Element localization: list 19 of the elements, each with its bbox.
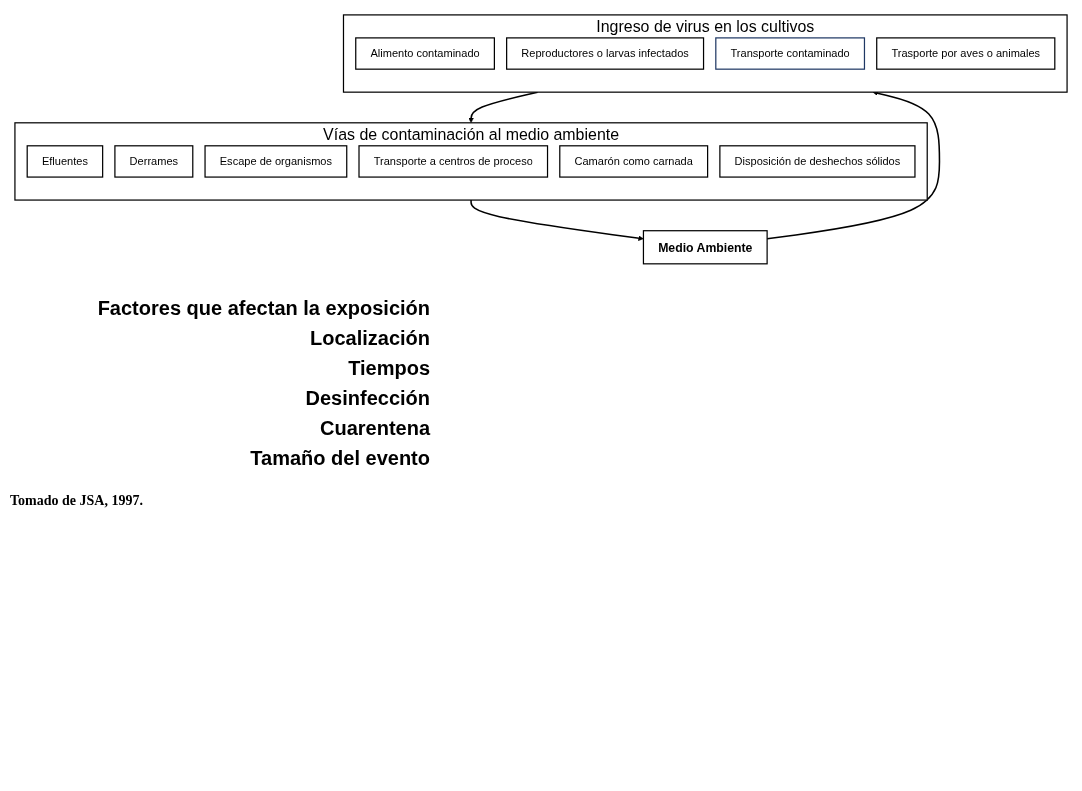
node-box: Alimento contaminado xyxy=(355,37,495,70)
node-box: Transporte a centros de proceso xyxy=(358,145,549,178)
factor-item: Localización xyxy=(308,325,430,351)
node-box: Camarón como carnada xyxy=(559,145,709,178)
node-box: Efluentes xyxy=(26,145,104,178)
node-box: Reproductores o larvas infectados xyxy=(506,37,705,70)
source-note: Tomado de JSA, 1997. xyxy=(10,492,144,509)
factor-item: Tiempos xyxy=(347,355,430,381)
node-box: Transporte contaminado xyxy=(715,37,866,70)
factor-item: Tamaño del evento xyxy=(249,445,430,471)
node-box: Derrames xyxy=(114,145,194,178)
node-box: Trasporte por aves o animales xyxy=(876,37,1056,70)
node-box: Disposición de deshechos sólidos xyxy=(719,145,916,178)
factor-heading: Factores que afectan la exposición xyxy=(96,295,430,321)
node-box: Escape de organismos xyxy=(204,145,348,178)
arrow xyxy=(470,199,644,241)
node-box: Medio Ambiente xyxy=(642,230,768,265)
factor-item: Desinfección xyxy=(304,385,430,411)
factor-item: Cuarentena xyxy=(318,415,430,441)
